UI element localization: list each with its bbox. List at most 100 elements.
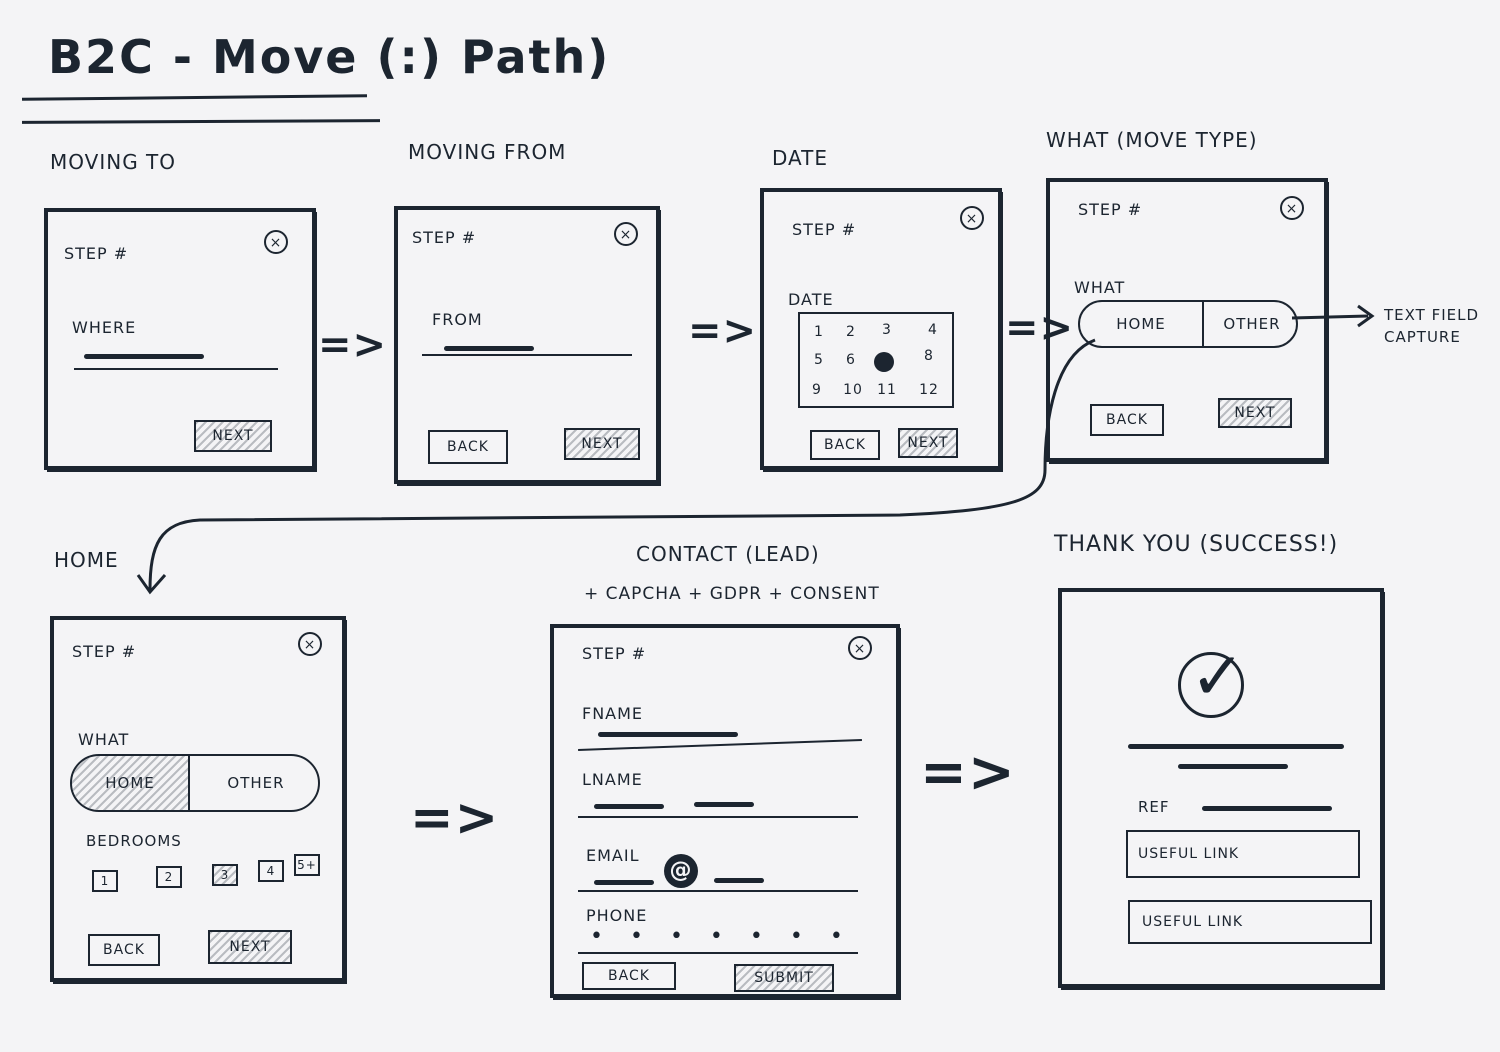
success-message-line [1178,764,1288,769]
calendar-day[interactable]: 5 [814,352,824,368]
fname-label: Fname [582,704,644,723]
calendar-day[interactable]: 6 [846,352,856,368]
where-input[interactable] [74,368,278,370]
bedroom-option[interactable]: 5+ [294,854,320,876]
option-other[interactable]: Other [1223,315,1281,333]
calendar-grid[interactable]: 1 2 3 4 5 6 8 9 10 11 12 [798,312,954,408]
close-icon[interactable]: × [1280,196,1304,220]
bedroom-option[interactable]: 2 [156,866,182,888]
label-thank-you: Thank you (success!) [1054,532,1339,557]
bedroom-option[interactable]: 4 [258,860,284,882]
move-type-toggle[interactable]: Home Other [1078,300,1298,348]
success-message-line [1128,744,1344,749]
close-icon[interactable]: × [960,206,984,230]
card-contact: Step # × Fname Lname Email @ Phone • • •… [550,624,900,998]
step-label: Step # [1078,200,1143,219]
from-input[interactable] [422,354,632,356]
phone-input[interactable] [578,952,858,954]
where-input-value [84,354,204,359]
fname-input[interactable] [578,739,862,751]
label-moving-to: Moving to [50,150,177,174]
calendar-day[interactable]: 3 [882,322,892,338]
ref-label: Ref [1138,798,1170,816]
back-button[interactable]: Back [1090,404,1164,436]
back-button[interactable]: Back [810,430,880,460]
card-what: Step # × What Home Other Back Next [1046,178,1328,462]
calendar-day[interactable]: 8 [924,348,934,364]
sketch-title: B2C - Move (:) Path) [48,30,611,84]
submit-button[interactable]: Submit [734,964,834,992]
calendar-day[interactable]: 11 [877,382,897,398]
bedroom-option-selected[interactable]: 3 [212,864,238,886]
email-input[interactable] [578,890,858,892]
back-button[interactable]: Back [88,934,160,966]
lname-input-value [694,802,754,807]
ref-value [1202,806,1332,811]
connector-home-path [148,338,1096,591]
useful-link-2[interactable]: Useful link [1128,900,1372,944]
date-label: Date [788,290,834,309]
flow-arrow: => [920,740,1016,805]
option-other[interactable]: Other [227,774,285,792]
back-button[interactable]: Back [428,430,508,464]
bedroom-option[interactable]: 1 [92,870,118,892]
step-label: Step # [64,244,129,263]
what-label: What [78,730,130,749]
text-field-capture-note: Text field capture [1384,306,1480,346]
selected-date-marker[interactable] [874,352,894,372]
calendar-day[interactable]: 10 [843,382,863,398]
close-icon[interactable]: × [848,636,872,660]
next-button[interactable]: Next [194,420,272,452]
connector-other-arrowhead [1357,304,1375,328]
card-moving-from: Step # × From Back Next [394,206,660,484]
useful-link-1[interactable]: Useful link [1126,830,1360,878]
success-circle [1178,652,1244,718]
label-contact-extras: + Capcha + GDPR + consent [584,584,880,604]
calendar-day[interactable]: 2 [846,324,856,340]
connector-other-path [1291,314,1369,320]
close-icon[interactable]: × [614,222,638,246]
flow-arrow: => [410,788,500,848]
close-icon[interactable]: × [298,632,322,656]
option-home-selected[interactable]: Home [72,756,190,810]
next-button[interactable]: Next [1218,398,1292,428]
close-icon[interactable]: × [264,230,288,254]
label-what: What (move type) [1046,128,1258,152]
lname-input-value [594,804,664,809]
from-label: From [432,310,483,329]
step-label: Step # [582,644,647,663]
flow-arrow: => [318,322,388,368]
email-input-value [594,880,654,885]
phone-input-value: • • • • • • • [590,924,853,949]
option-home[interactable]: Home [1080,302,1204,346]
calendar-day[interactable]: 12 [919,382,939,398]
move-type-toggle[interactable]: Home Other [70,754,320,812]
lname-input[interactable] [578,816,858,818]
card-thank-you: ✓ Ref Useful link Useful link [1058,588,1384,988]
back-button[interactable]: Back [582,962,676,990]
label-date: Date [772,146,829,170]
bedrooms-label: Bedrooms [86,832,182,850]
phone-label: Phone [586,906,648,925]
card-date: Step # × Date 1 2 3 4 5 6 8 9 10 11 12 B… [760,188,1002,470]
calendar-day[interactable]: 1 [814,324,824,340]
fname-input-value [598,732,738,737]
flow-arrow: => [688,308,758,354]
lname-label: Lname [582,770,643,789]
at-sign-icon: @ [664,854,698,888]
step-label: Step # [72,642,137,661]
email-label: Email [586,846,640,865]
from-input-value [444,346,534,351]
next-button[interactable]: Next [898,428,958,458]
step-label: Step # [792,220,857,239]
email-input-value [714,878,764,883]
where-label: Where [72,318,137,337]
label-home: Home [54,548,119,572]
flow-arrow: => [1005,305,1075,351]
card-home: Step # × What Home Other Bedrooms 1 2 3 … [50,616,346,982]
checkmark-icon: ✓ [1190,638,1247,715]
next-button[interactable]: Next [208,930,292,964]
next-button[interactable]: Next [564,428,640,460]
calendar-day[interactable]: 9 [812,382,822,398]
calendar-day[interactable]: 4 [928,322,938,338]
